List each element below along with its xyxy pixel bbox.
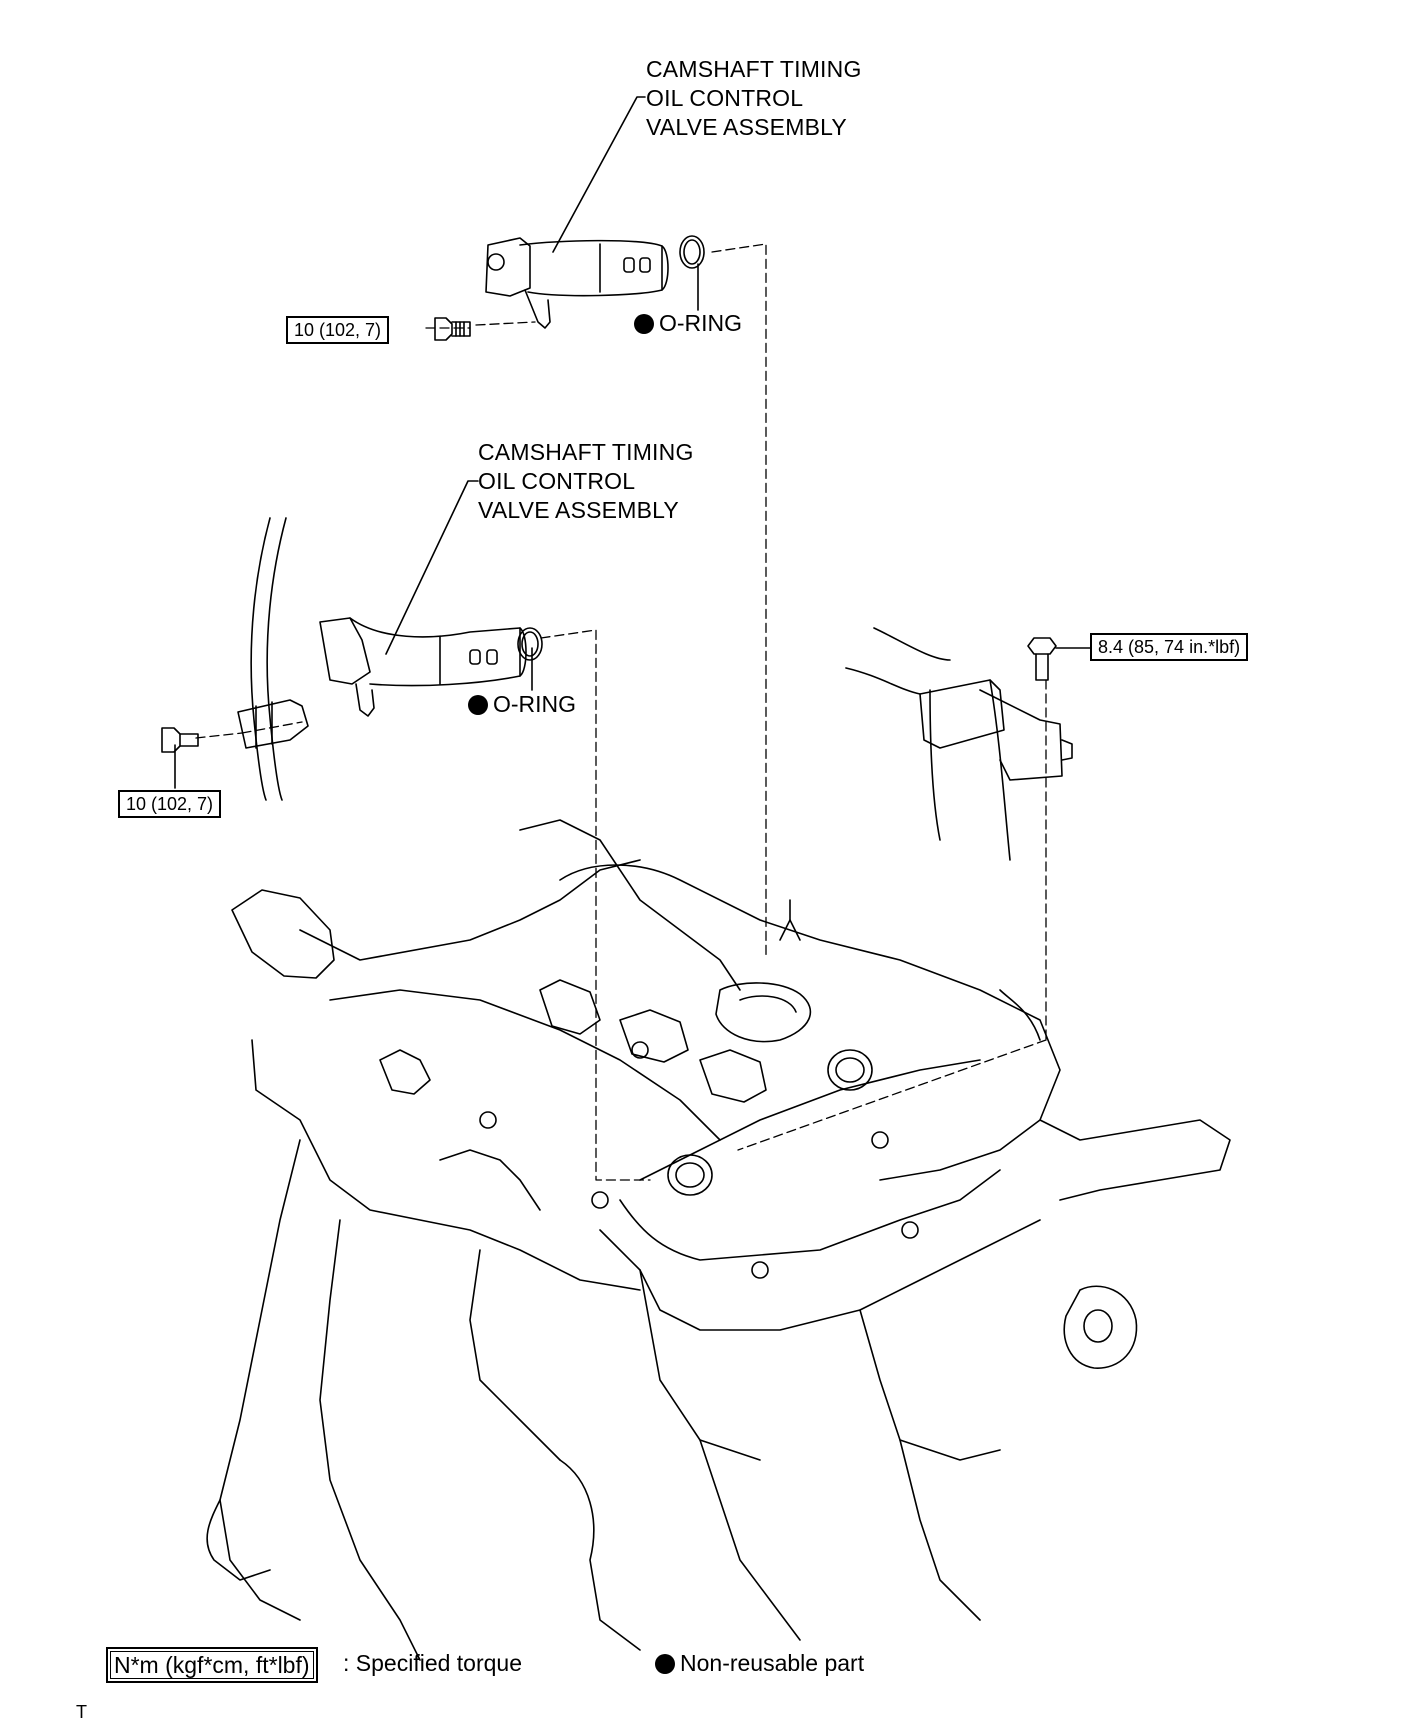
- legend-torque-desc: : Specified torque: [343, 1650, 523, 1676]
- nonreusable-mark-icon: [468, 695, 488, 715]
- upper-valve-label: CAMSHAFT TIMING OIL CONTROL VALVE ASSEMB…: [646, 56, 862, 140]
- lower-oil-control-valve: [161, 517, 543, 801]
- torque-lower-bolt: 10 (102, 7): [118, 790, 222, 818]
- torque-value: 10 (102, 7): [126, 794, 214, 814]
- oring-text: O-RING: [659, 310, 743, 336]
- legend-nonreusable-text: Non-reusable part: [680, 1650, 865, 1676]
- oring-text: O-RING: [493, 691, 577, 717]
- torque-bracket-bolt: 8.4 (85, 74 in.*lbf): [1090, 633, 1249, 661]
- legend-nonreusable: Non-reusable part: [655, 1648, 864, 1678]
- alignment-lines: [195, 243, 1047, 1181]
- legend-torque-unit-text: N*m (kgf*cm, ft*lbf): [114, 1652, 310, 1678]
- torque-value: 8.4 (85, 74 in.*lbf): [1098, 637, 1241, 657]
- legend-torque-unit: N*m (kgf*cm, ft*lbf): [106, 1647, 318, 1683]
- footer-mark: T: [76, 1702, 87, 1722]
- upper-oring-label: O-RING: [634, 309, 742, 338]
- nonreusable-mark-icon: [655, 1654, 675, 1674]
- lower-oring-label: O-RING: [468, 690, 576, 719]
- torque-upper-bolt: 10 (102, 7): [286, 316, 390, 344]
- leader-lines: [174, 96, 1091, 789]
- torque-value: 10 (102, 7): [294, 320, 382, 340]
- nonreusable-mark-icon: [634, 314, 654, 334]
- engine-block: [206, 819, 1231, 1661]
- upper-oil-control-valve: [434, 235, 705, 341]
- lower-valve-label: CAMSHAFT TIMING OIL CONTROL VALVE ASSEMB…: [478, 439, 694, 523]
- hose-bracket: [845, 627, 1073, 861]
